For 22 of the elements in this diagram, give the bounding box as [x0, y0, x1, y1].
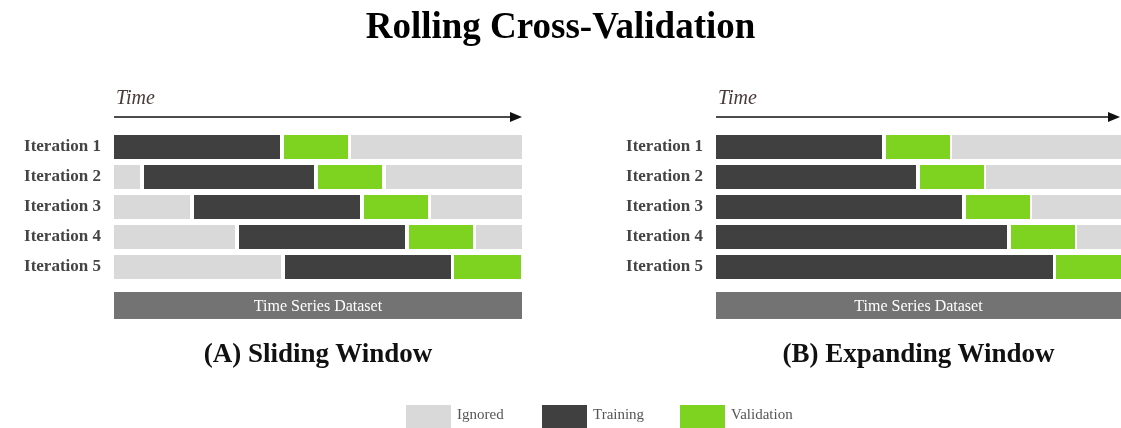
- row-label: Iteration 5: [23, 256, 101, 276]
- legend-label: Validation: [731, 406, 793, 423]
- legend-label: Training: [593, 406, 645, 423]
- bar-label: Time Series Dataset: [854, 296, 983, 315]
- panel-subtitle: (B) Expanding Window: [781, 338, 1056, 369]
- panel-subtitle: (A) Sliding Window: [202, 338, 434, 369]
- row-label: Iteration 4: [23, 226, 101, 246]
- dataset-bar: [114, 292, 522, 319]
- axis-label: Time: [116, 86, 155, 109]
- row-label: Iteration 3: [625, 196, 703, 216]
- axis-label: Time: [718, 86, 757, 109]
- bar-label: Time Series Dataset: [253, 296, 383, 315]
- legend-label: Ignored: [457, 406, 504, 423]
- row-label: Iteration 1: [625, 136, 703, 156]
- dataset-bar: [716, 292, 1121, 319]
- row-label: Iteration 3: [23, 196, 101, 216]
- row-label: Iteration 2: [625, 166, 703, 186]
- row-label: Iteration 5: [625, 256, 703, 276]
- row-label: Iteration 1: [23, 136, 101, 156]
- row-label: Iteration 4: [625, 226, 703, 246]
- row-label: Iteration 2: [23, 166, 101, 186]
- title: Rolling Cross-Validation: [364, 4, 757, 47]
